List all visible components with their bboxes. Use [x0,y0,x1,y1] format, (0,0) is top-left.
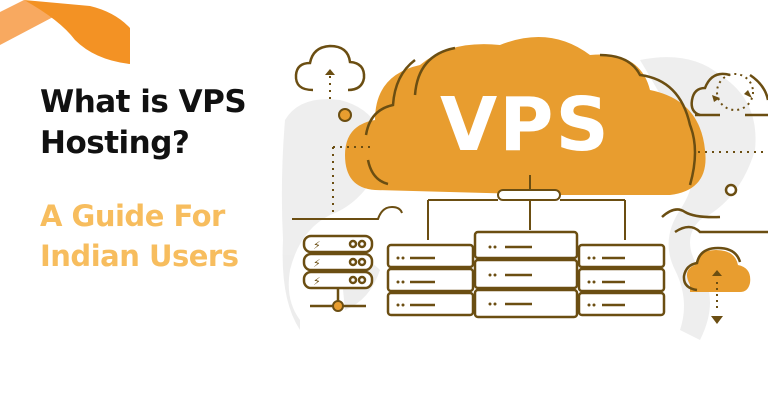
page-title: What is VPS Hosting? [40,84,247,161]
svg-text:⚡: ⚡ [313,257,321,270]
page-subtitle: A Guide For Indian Users [40,199,239,273]
power-server-icon [302,234,374,308]
svg-text:⚡: ⚡ [313,239,321,252]
cloud-icon [345,37,706,195]
cloud-sync-icon [690,72,768,117]
svg-text:⚡: ⚡ [313,275,321,288]
vps-cloud-label: VPS [440,82,611,168]
decorative-ribbon [0,0,130,64]
cloud-upload-icon [294,44,366,92]
server-rack-icon [386,230,666,319]
vps-illustration: ⚡ ⚡ ⚡ [281,37,768,341]
cloud-download-icon [682,246,751,324]
